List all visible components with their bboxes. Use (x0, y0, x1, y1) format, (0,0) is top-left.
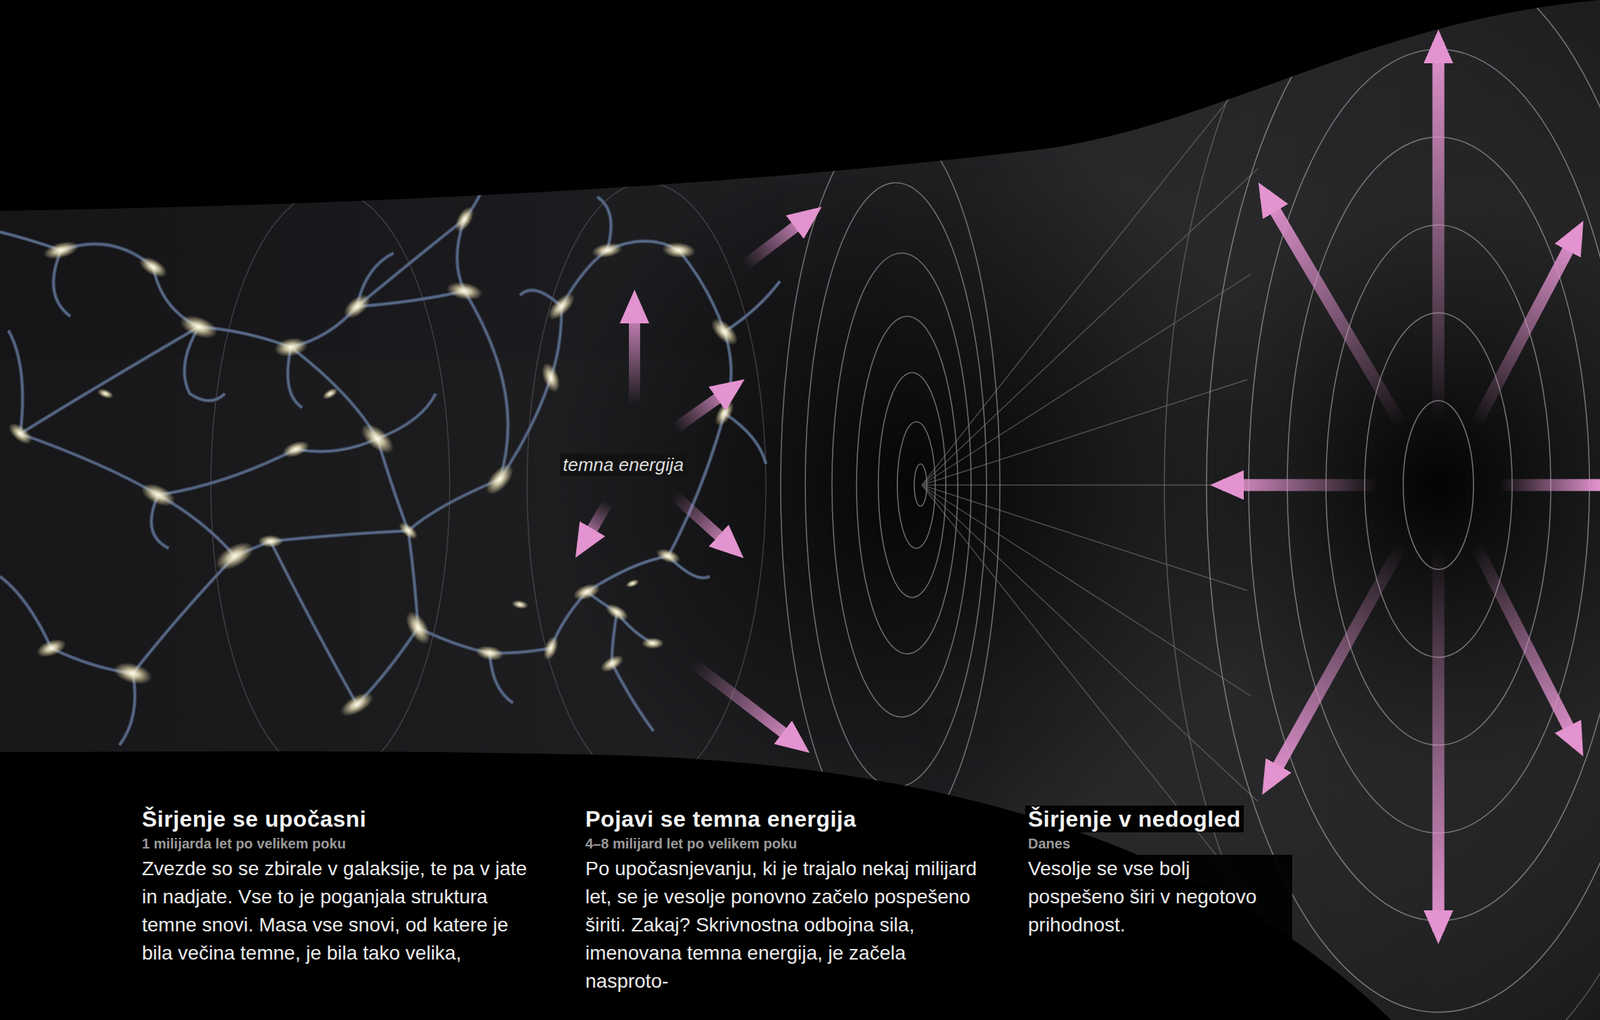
section-heading: Širjenje v nedogled (1025, 805, 1244, 832)
time-subheading: 4–8 milijard let po velikem poku (585, 834, 993, 852)
dark-energy-label: temna energija (560, 453, 687, 476)
body-text: Po upočasnjevanju, ki je trajalo nekaj m… (585, 854, 993, 995)
time-subheading: Danes (1025, 834, 1073, 852)
time-subheading: 1 milijarda let po velikem poku (141, 834, 536, 852)
section-heading: Pojavi se temna energija (585, 805, 993, 832)
text-block: temna energija (560, 453, 687, 476)
section-heading: Širjenje se upočasni (141, 805, 536, 832)
dark-matter-web (0, 161, 780, 745)
text-block: Širjenje se upočasni 1 milijarda let po v… (141, 805, 536, 967)
body-text: Zvezde so se zbirale v galaksije, te pa … (141, 854, 536, 967)
expansion-arrows (1222, 42, 1600, 932)
text-block: Pojavi se temna energija 4–8 milijard let… (585, 805, 993, 995)
dark-energy-arrows (581, 214, 812, 745)
body-text: Vesolje se vse bolj pospešeno širi v neg… (1025, 854, 1293, 939)
galaxy-clusters (4, 203, 743, 721)
text-block: Širjenje v nedogledDanesVesolje se vse b… (1025, 805, 1293, 939)
